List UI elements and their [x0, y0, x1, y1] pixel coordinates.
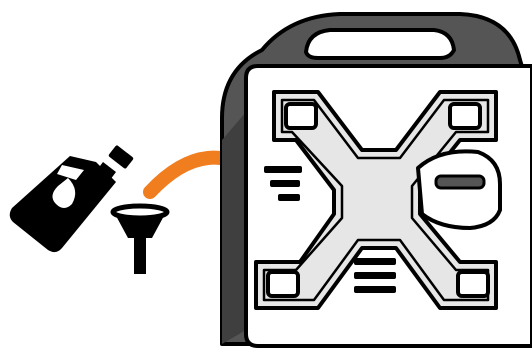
oil-bottle-icon — [9, 145, 134, 253]
funnel-icon — [110, 203, 170, 274]
corner-window-bottom-left — [266, 270, 300, 298]
corner-window-bottom-right — [456, 270, 490, 298]
corner-window-top-left — [284, 102, 318, 130]
vent-slots-left — [264, 166, 302, 201]
vent-slots-bottom — [354, 258, 396, 293]
corner-window-top-right — [448, 102, 482, 130]
generator-icon — [220, 12, 532, 348]
control-knob — [416, 149, 502, 230]
